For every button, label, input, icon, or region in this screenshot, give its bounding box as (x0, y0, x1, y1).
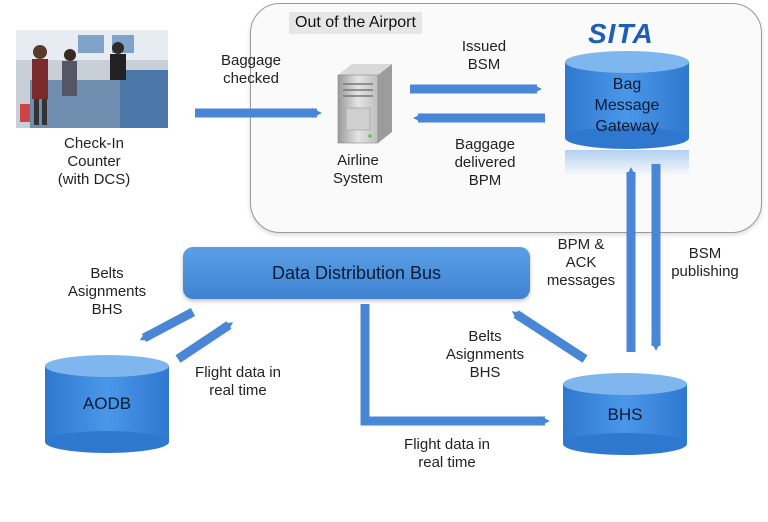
aodb-label: AODB (82, 394, 132, 413)
baggage-delivered-line3: BPM (468, 172, 502, 189)
arrow-bhs-to-ddb (511, 310, 588, 363)
bsm-publishing-label: BSM publishing (664, 245, 746, 281)
baggage-delivered-label: Baggage delivered BPM (440, 136, 530, 190)
bhs-label: BHS (607, 405, 643, 424)
baggage-checked-line2: checked (223, 70, 279, 87)
baggage-delivered-line2: delivered (454, 154, 516, 171)
belts-right-line1: Belts (468, 328, 502, 345)
aodb-cylinder (45, 355, 169, 453)
gateway-line1: Bag (612, 76, 642, 93)
checkin-line2: Counter (67, 153, 121, 170)
flight-left-label: Flight data in real time (186, 364, 290, 400)
belts-right-line3: BHS (469, 364, 501, 381)
issued-bsm-line1: Issued (461, 38, 507, 55)
baggage-checked-line1: Baggage (220, 52, 282, 69)
belts-left-line1: Belts (90, 265, 124, 282)
bpm-ack-label: BPM & ACK messages (540, 236, 622, 290)
arrow-ddb-to-bhs (360, 304, 550, 426)
airline-line1: Airline (337, 152, 379, 169)
bsm-publishing-line1: BSM (688, 245, 722, 262)
flight-bottom-line1: Flight data in (404, 436, 490, 453)
arrow-ddb-to-aodb (139, 308, 196, 342)
bpm-ack-line1: BPM & (557, 236, 605, 253)
sita-logo: SITA (588, 18, 654, 49)
arrow-aodb-to-ddb (175, 321, 234, 363)
issued-bsm-line2: BSM (467, 56, 501, 73)
flight-left-line1: Flight data in (195, 364, 281, 381)
baggage-checked-label: Baggage checked (206, 52, 296, 88)
bpm-ack-line2: ACK (565, 254, 597, 271)
checkin-line3: (with DCS) (57, 171, 131, 188)
flight-left-line2: real time (209, 382, 267, 399)
server-icon (337, 64, 392, 144)
gateway-line2: Message (594, 97, 660, 114)
bpm-ack-line3: messages (546, 272, 616, 289)
issued-bsm-label: Issued BSM (444, 38, 524, 74)
checkin-label: Check-In Counter (with DCS) (32, 135, 156, 189)
gateway-label: Bag Message Gateway (565, 74, 689, 137)
checkin-photo (16, 30, 168, 128)
data-distribution-bus: Data Distribution Bus (183, 247, 530, 299)
airline-line2: System (332, 170, 383, 187)
checkin-line1: Check-In (63, 135, 125, 152)
belts-right-label: Belts Asignments BHS (440, 328, 530, 382)
belts-left-line3: BHS (91, 301, 123, 318)
flight-bottom-label: Flight data in real time (392, 436, 502, 472)
bsm-publishing-line2: publishing (671, 263, 739, 280)
flight-bottom-line2: real time (418, 454, 476, 471)
belts-left-label: Belts Asignments BHS (62, 265, 152, 319)
belts-right-line2: Asignments (445, 346, 525, 363)
airport-title: Out of the Airport (289, 12, 422, 34)
gateway-line3: Gateway (595, 118, 659, 135)
baggage-delivered-line1: Baggage (454, 136, 516, 153)
airline-system-label: Airline System (318, 152, 398, 188)
belts-left-line2: Asignments (67, 283, 147, 300)
bhs-cylinder (563, 373, 687, 455)
